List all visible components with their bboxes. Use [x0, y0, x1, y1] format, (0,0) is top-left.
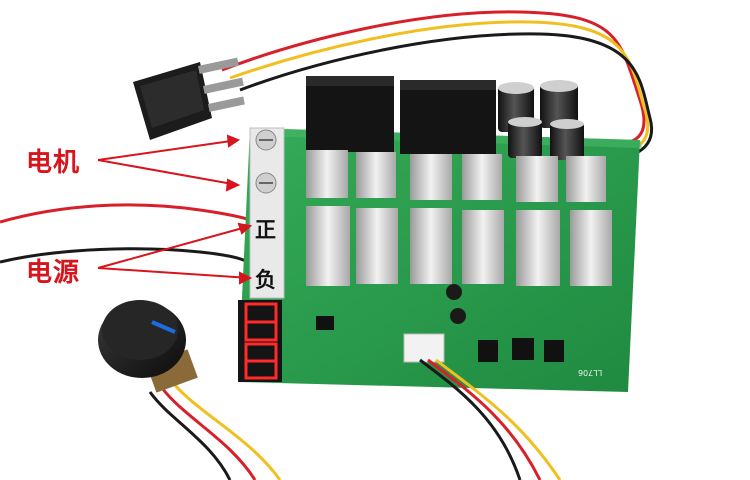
capacitor-group [498, 80, 584, 160]
positive-terminal-label: 正 [255, 218, 276, 242]
small-cap-2 [450, 308, 466, 324]
conn-wire-yellow [435, 358, 562, 480]
negative-terminal-label: 负 [255, 268, 276, 292]
conn-wire-red [427, 358, 542, 480]
terminal-block [249, 127, 285, 299]
ic-chip-2 [478, 340, 498, 362]
heatsink-row-bottom [306, 206, 612, 286]
ic-chip-3 [512, 338, 534, 360]
relay-1 [306, 76, 394, 152]
relay-2 [400, 80, 496, 154]
power-wire-red [0, 203, 263, 225]
small-cap-1 [446, 284, 462, 300]
ic-chip-1 [316, 316, 334, 330]
power-label: 电源 [26, 258, 81, 288]
pot-wire-yellow [172, 383, 282, 480]
annotation-arrows [97, 134, 253, 285]
pot-wire-black [148, 391, 232, 480]
potentiometer-knob [98, 300, 198, 393]
signal-connector [403, 333, 445, 363]
rocker-switch [133, 57, 245, 140]
switch-wire-black [239, 32, 654, 162]
ic-chip-4 [544, 340, 564, 362]
board-model: LL706 [578, 368, 603, 377]
conn-wire-black [419, 358, 522, 480]
pot-wire-red [160, 387, 257, 480]
motor-label: 电机 [26, 148, 81, 178]
heatsink-row-top [306, 150, 606, 202]
switch-wire-red [221, 10, 646, 147]
